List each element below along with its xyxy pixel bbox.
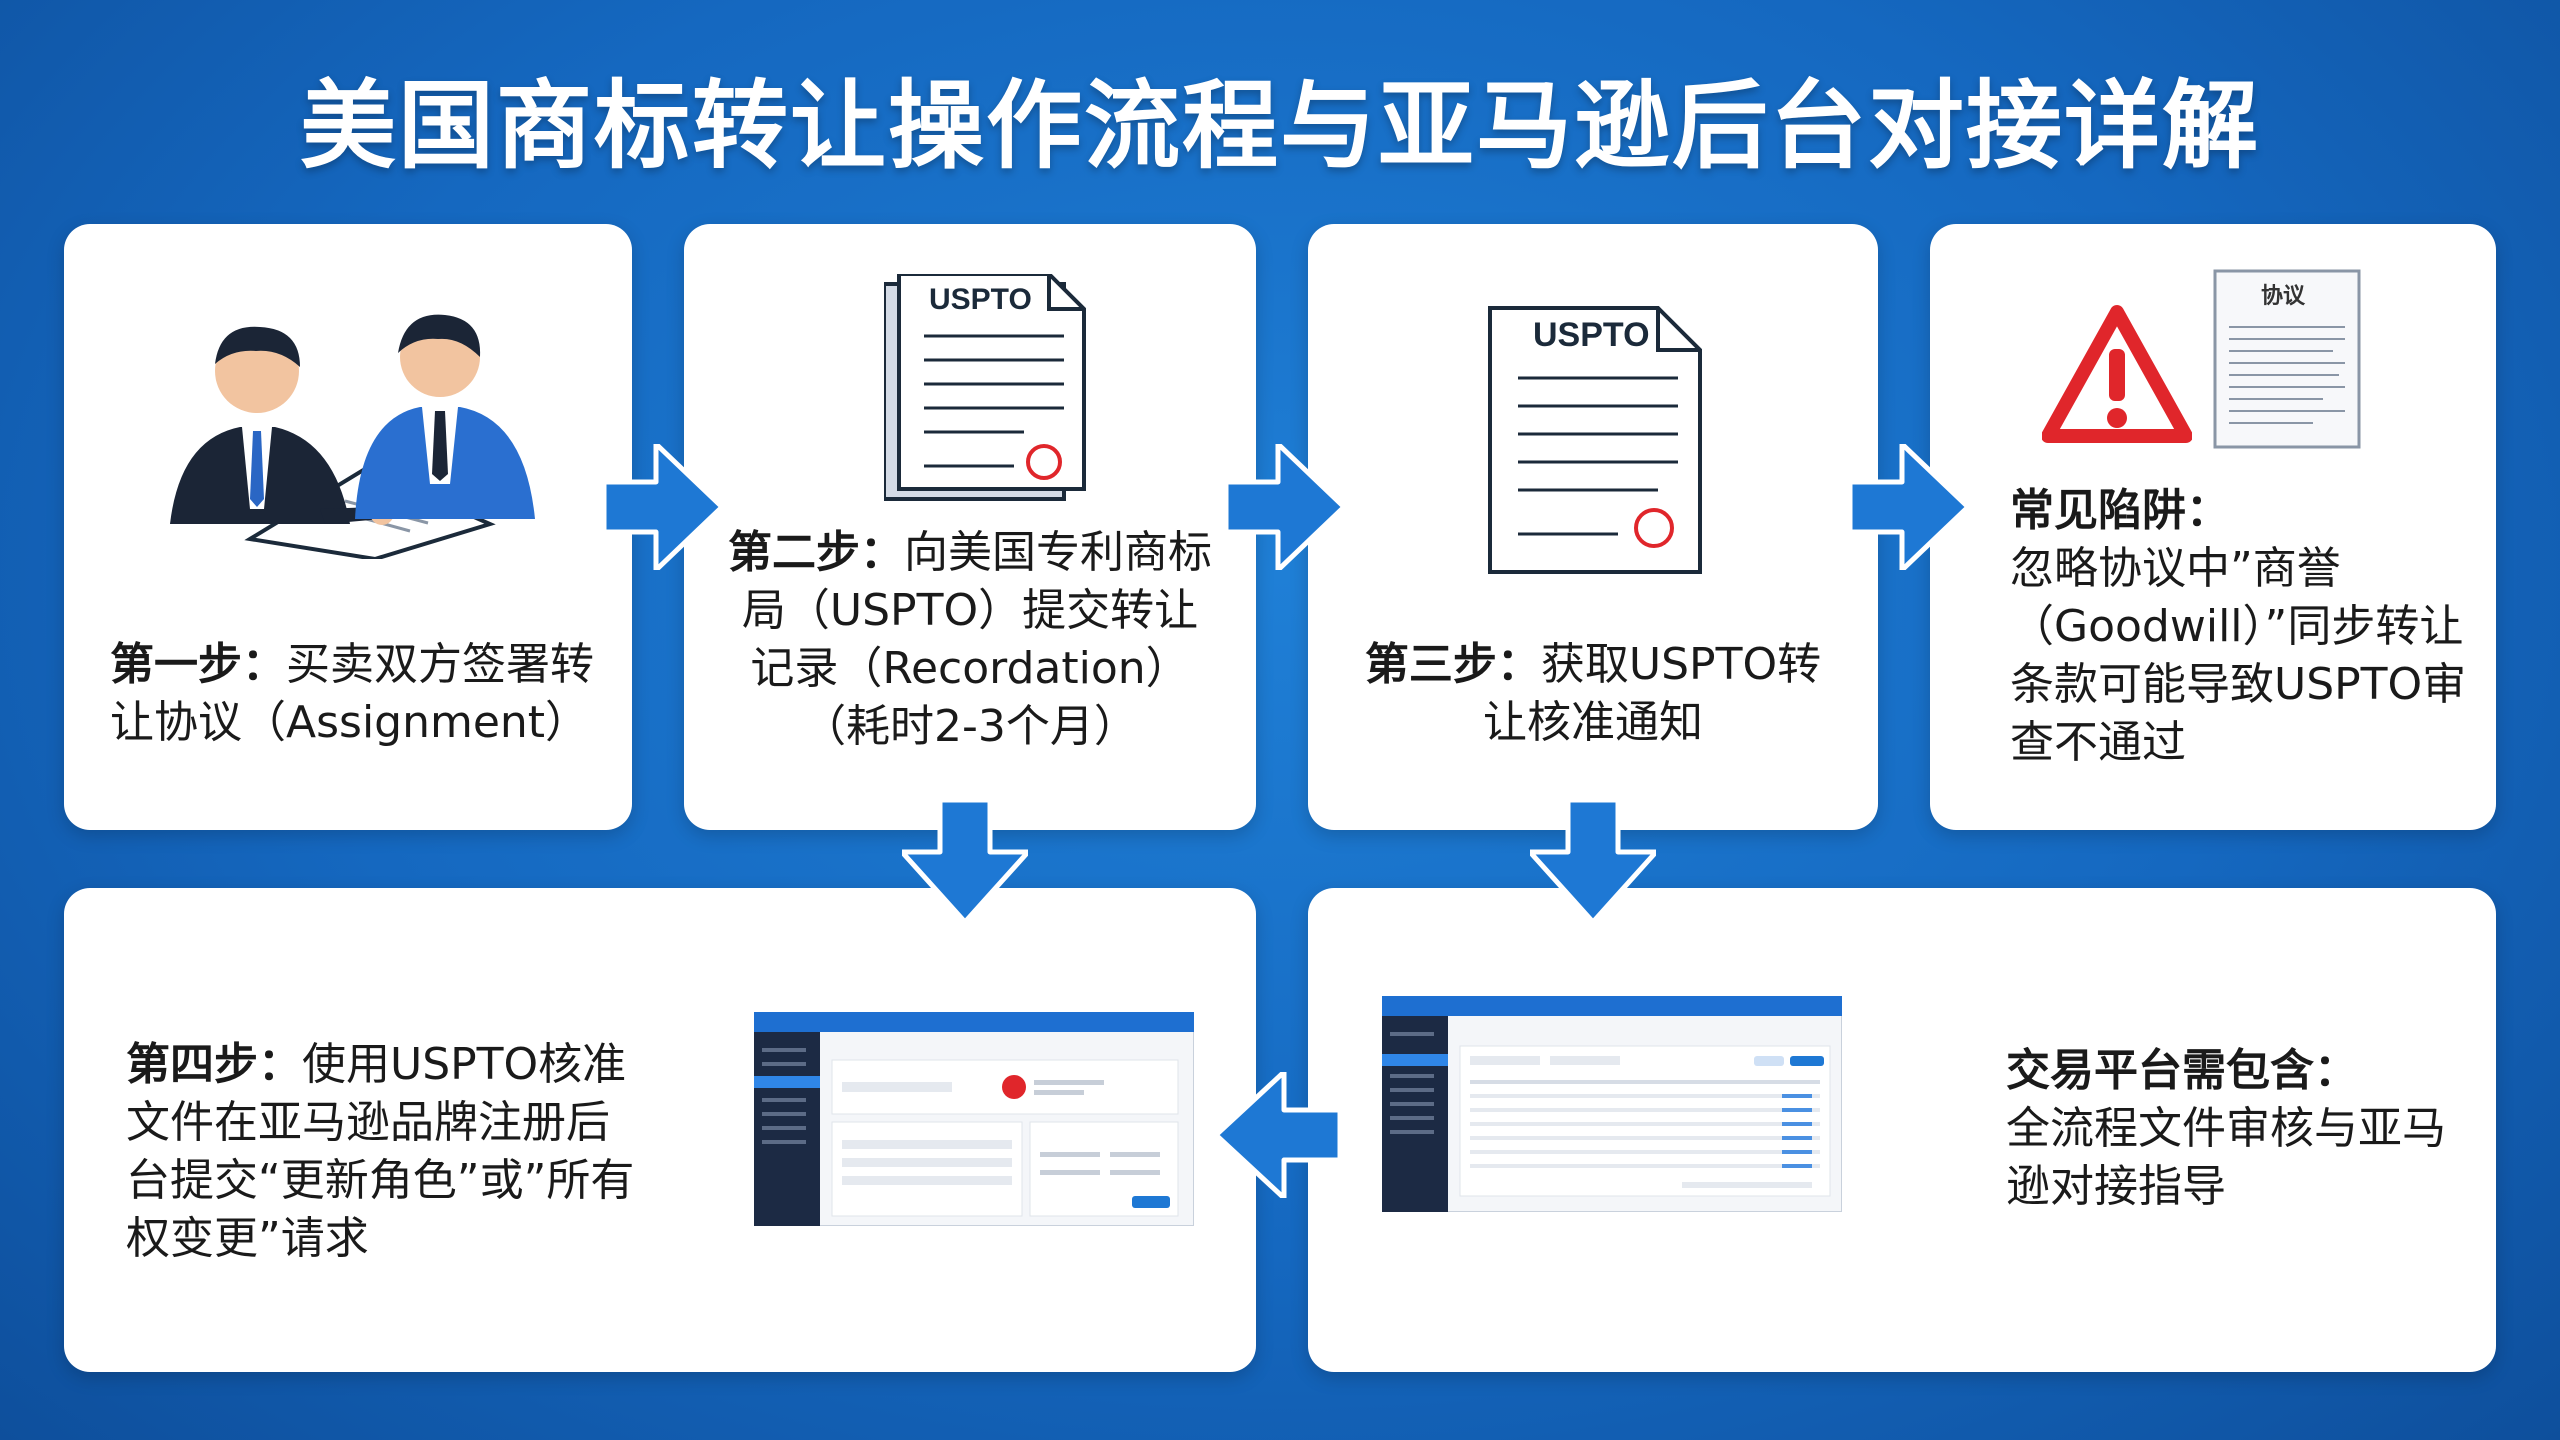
arrow-right-icon <box>604 444 724 570</box>
arrow-down-icon <box>902 800 1028 924</box>
step1-label: 第一步： <box>110 639 286 690</box>
step3-description: 获取USPTO转让核准通知 <box>1483 639 1822 748</box>
step2-label: 第二步： <box>728 527 904 578</box>
step2-description: 向美国专利商标局（USPTO）提交转让记录（Recordation）（耗时2-3… <box>741 527 1212 752</box>
arrow-left-icon <box>1214 1072 1340 1198</box>
platform-card: 交易平台需包含： 全流程文件审核与亚马逊对接指导 <box>1308 888 2496 1372</box>
step2-text: 第二步：向美国专利商标局（USPTO）提交转让记录（Recordation）（耗… <box>720 524 1220 756</box>
platform-text: 交易平台需包含： 全流程文件审核与亚马逊对接指导 <box>2006 1042 2466 1216</box>
stamp-icon <box>1026 444 1062 480</box>
pitfall-description: 忽略协议中”商誉（Goodwill）”同步转让条款可能导致USPTO审查不通过 <box>2010 543 2467 768</box>
dashboard-screenshot <box>1382 996 1842 1212</box>
step1-description: 买卖双方签署转让协议（Assignment） <box>110 639 594 748</box>
step2-card: USPTO 第二步：向美国专利商标局（USPTO）提交转让记录（Recordat… <box>684 224 1256 830</box>
dashboard-screenshot <box>754 1012 1194 1226</box>
warning-triangle-icon <box>2042 305 2192 443</box>
step4-label: 第四步： <box>126 1039 302 1090</box>
step1-text: 第一步：买卖双方签署转让协议（Assignment） <box>110 636 610 752</box>
step1-card: 第一步：买卖双方签署转让协议（Assignment） <box>64 224 632 830</box>
document-icon: USPTO <box>1488 306 1702 574</box>
platform-description: 全流程文件审核与亚马逊对接指导 <box>2006 1103 2446 1212</box>
document-icon: USPTO <box>884 274 1086 501</box>
arrow-down-icon <box>1530 800 1656 924</box>
step4-card: 第四步：使用USPTO核准文件在亚马逊品牌注册后台提交“更新角色”或”所有权变更… <box>64 888 1256 1372</box>
handshake-signing-illustration <box>170 314 535 559</box>
step3-label: 第三步： <box>1364 639 1541 690</box>
doc-label-uspto: USPTO <box>1533 316 1650 354</box>
step3-card: USPTO 第三步：获取USPTO转让核准通知 <box>1308 224 1878 830</box>
page-title: 美国商标转让操作流程与亚马逊后台对接详解 <box>300 70 2260 182</box>
pitfall-text: 常见陷阱： 忽略协议中”商誉（Goodwill）”同步转让条款可能导致USPTO审… <box>2010 482 2470 772</box>
stamp-icon <box>1634 508 1674 548</box>
arrow-right-icon <box>1226 444 1346 570</box>
platform-label: 交易平台需包含： <box>2006 1045 2358 1096</box>
doc-label-uspto: USPTO <box>929 283 1032 316</box>
agreement-document-icon: 协议 <box>2213 269 2361 449</box>
step3-text: 第三步：获取USPTO转让核准通知 <box>1348 636 1838 752</box>
arrow-right-icon <box>1850 444 1970 570</box>
doc-label-agreement: 协议 <box>2261 284 2306 309</box>
pitfall-card: 协议 常见陷阱： 忽略协议中”商誉（Goodwill）”同步转让条款可能导致USP… <box>1930 224 2496 830</box>
pitfall-label: 常见陷阱： <box>2010 485 2230 536</box>
step4-text: 第四步：使用USPTO核准文件在亚马逊品牌注册后台提交“更新角色”或”所有权变更… <box>126 1036 646 1268</box>
step4-description: 使用USPTO核准文件在亚马逊品牌注册后台提交“更新角色”或”所有权变更”请求 <box>126 1039 635 1264</box>
